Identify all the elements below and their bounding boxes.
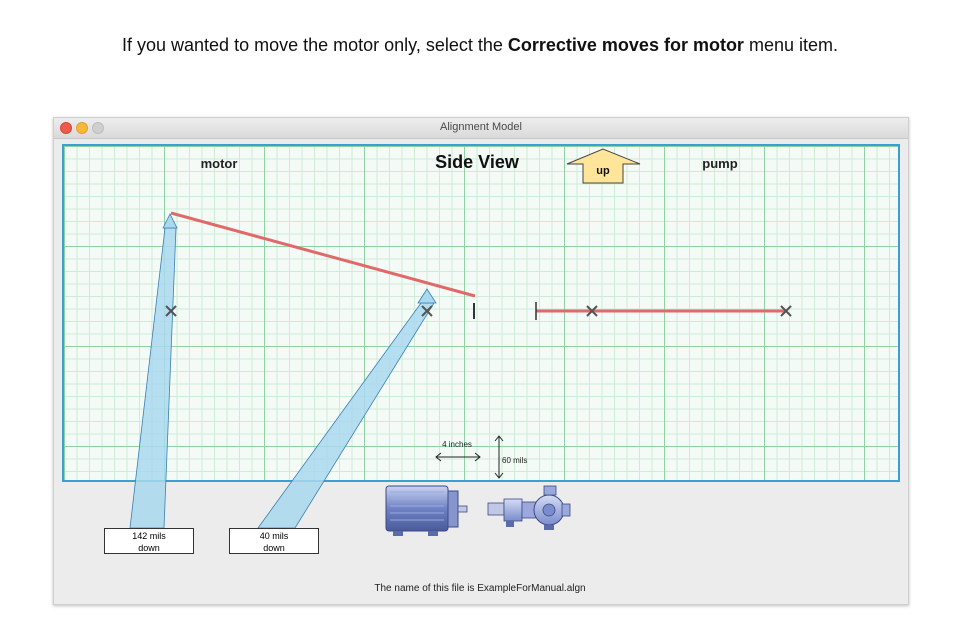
caption-prefix: If you wanted to move the motor only, se… (122, 35, 508, 55)
rear-foot-move-direction: down (263, 543, 285, 553)
pump-label: pump (702, 156, 737, 171)
instruction-caption: If you wanted to move the motor only, se… (0, 35, 960, 56)
front-foot-move-direction: down (138, 543, 160, 553)
file-name-status: The name of this file is ExampleForManua… (374, 583, 586, 594)
caption-suffix: menu item. (743, 35, 838, 55)
close-window-button[interactable] (60, 122, 72, 134)
alignment-model-window: Alignment Model (53, 117, 909, 605)
move-arrow-front-foot (129, 213, 178, 529)
pump-front-foot-marker (586, 305, 598, 317)
vertical-scale-label: 60 mils (502, 456, 527, 465)
up-direction-indicator[interactable]: up (566, 148, 641, 184)
horizontal-scale-arrow-icon (435, 452, 481, 462)
pump-illustration (487, 485, 571, 530)
minimize-window-button[interactable] (76, 122, 88, 134)
up-arrow-icon (566, 148, 641, 184)
vertical-scale-arrow-icon (494, 435, 504, 479)
window-titlebar[interactable]: Alignment Model (54, 118, 908, 139)
motor-front-foot-marker (165, 305, 177, 317)
window-title: Alignment Model (440, 121, 522, 133)
front-foot-move-box: 142 mils down (104, 528, 194, 554)
pump-rear-foot-marker (780, 305, 792, 317)
rear-foot-move-amount: 40 mils (259, 531, 289, 541)
rear-foot-move-box: 40 mils down (229, 528, 319, 554)
side-view-title: Side View (435, 152, 520, 172)
motor-illustration (385, 485, 468, 536)
side-view-grid[interactable] (62, 144, 900, 482)
front-foot-move-amount: 142 mils (132, 531, 166, 541)
motor-shaft-line (170, 211, 476, 298)
motor-rear-foot-marker (421, 305, 433, 317)
up-label: up (596, 165, 610, 177)
caption-menu-item: Corrective moves for motor (507, 35, 744, 55)
motor-label: motor (201, 156, 238, 171)
zoom-window-button[interactable] (92, 122, 104, 134)
horizontal-scale-label: 4 inches (442, 440, 472, 449)
move-arrow-rear-foot (257, 288, 437, 529)
